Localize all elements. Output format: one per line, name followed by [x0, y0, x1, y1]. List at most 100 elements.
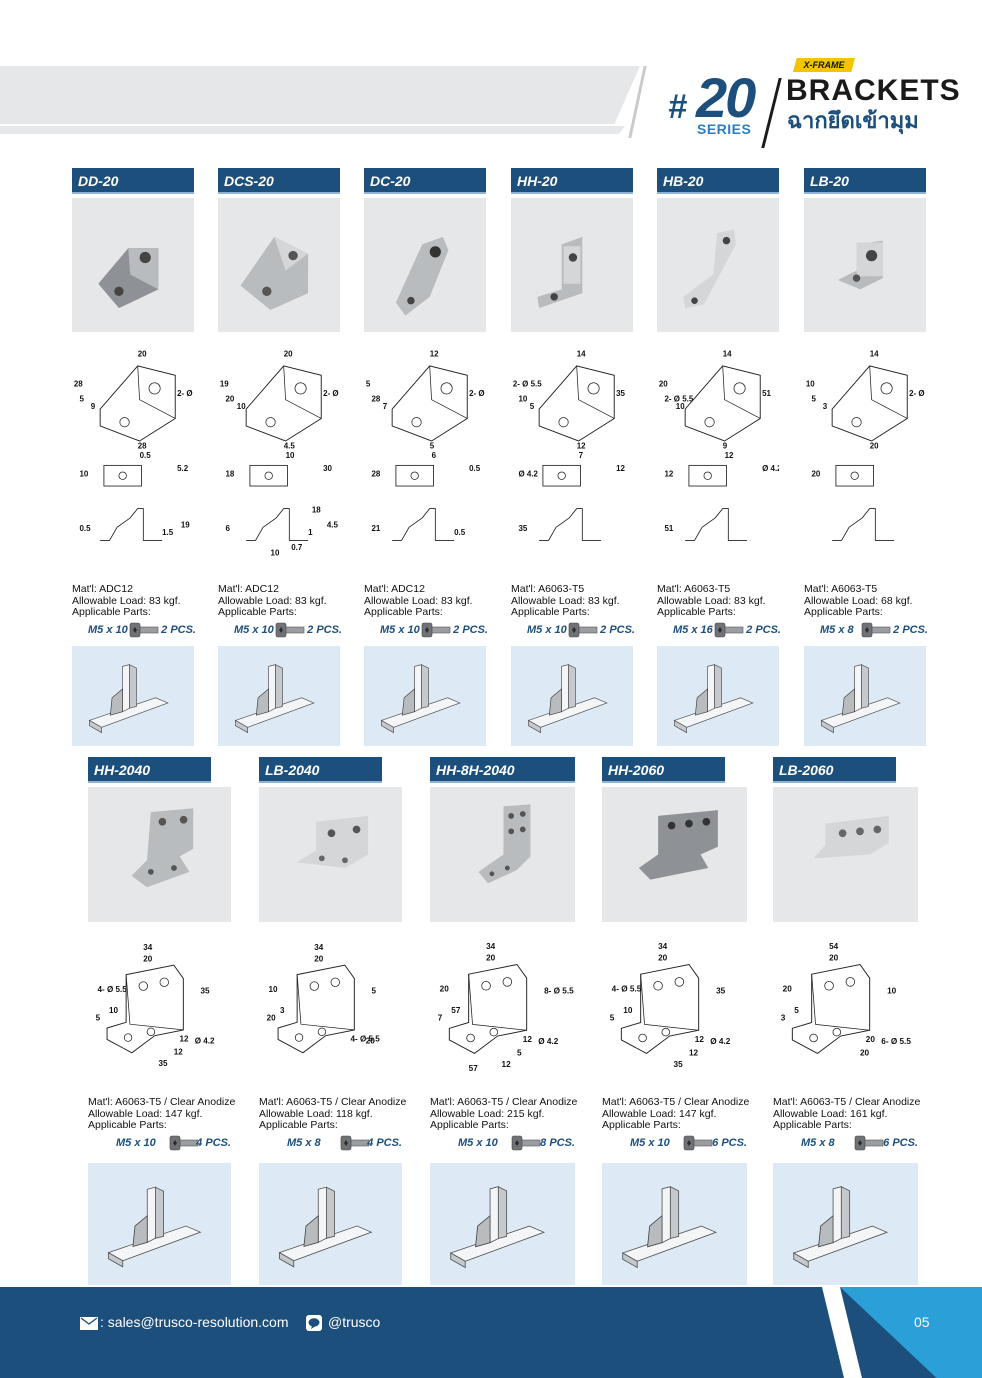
dimension-label: 4.5: [284, 441, 296, 450]
product-title: LB-2060: [773, 757, 896, 783]
screw-quantity: 2 PCS.: [453, 624, 488, 636]
spec-block: Mat'l: ADC12 Allowable Load: 83 kgf. App…: [364, 583, 506, 619]
screw-quantity: 4 PCS.: [196, 1137, 231, 1149]
dimension-label: 2- Ø 5.5: [665, 395, 694, 404]
applicable-parts: M5 x 16 2 PCS.: [673, 622, 781, 640]
load-text: Allowable Load: 118 kgf.: [259, 1107, 373, 1120]
dimension-label: 20: [314, 954, 324, 963]
line-app-icon: [306, 1315, 322, 1331]
spec-block: Mat'l: A6063-T5 Allowable Load: 68 kgf. …: [804, 583, 946, 619]
dimension-label: 2- Ø 5.3: [323, 389, 340, 398]
dimension-label: Ø 4.2: [538, 1037, 559, 1046]
dimension-label: 10: [109, 1006, 119, 1015]
dimension-label: 7: [579, 451, 584, 460]
mail-icon: [80, 1317, 98, 1330]
screw-quantity: 8 PCS.: [540, 1137, 575, 1149]
product-photo: [804, 198, 926, 332]
parts-label: Applicable Parts:: [511, 606, 590, 618]
dimension-label: 20: [870, 441, 879, 450]
screw-quantity: 6 PCS.: [883, 1137, 918, 1149]
dimension-label: 12: [174, 1048, 184, 1057]
dimension-label: 20: [366, 1036, 376, 1045]
hex-socket-screw-icon: [275, 622, 305, 638]
assembly-illustration: [364, 646, 486, 746]
page-title-thai: ฉากยึดเข้ามุม: [787, 108, 919, 133]
load-text: Allowable Load: 147 kgf.: [88, 1107, 203, 1120]
hex-socket-screw-icon: [421, 622, 451, 638]
material-text: Mat'l: A6063-T5 / Clear Anodize: [773, 1096, 921, 1108]
dimension-label: 10: [806, 380, 815, 389]
dimension-label: 20: [143, 954, 153, 963]
screw-quantity: 2 PCS.: [600, 624, 635, 636]
dimension-label: 7: [438, 1014, 443, 1023]
load-text: Allowable Load: 83 kgf.: [218, 594, 327, 607]
parts-label: Applicable Parts:: [364, 606, 443, 618]
spec-block: Mat'l: A6063-T5 / Clear Anodize Allowabl…: [259, 1096, 422, 1132]
parts-label: Applicable Parts:: [773, 1119, 852, 1131]
dimension-label: 0.5: [469, 464, 481, 473]
dimension-label: 28: [372, 470, 381, 479]
hex-socket-screw-icon: [340, 1135, 370, 1151]
dimension-label: 2- Ø 6.4: [177, 389, 194, 398]
dimension-label: 19: [220, 380, 229, 389]
page-title: BRACKETS: [786, 74, 961, 107]
applicable-parts: M5 x 10 2 PCS.: [88, 622, 196, 640]
line-id-link[interactable]: @trusco: [328, 1314, 381, 1330]
hex-socket-screw-icon: [714, 622, 744, 638]
material-text: Mat'l: A6063-T5 / Clear Anodize: [259, 1096, 407, 1108]
dimension-label: 3: [280, 1006, 285, 1015]
hex-socket-screw-icon: [129, 622, 159, 638]
product-photo: [602, 787, 747, 922]
dimension-label: 12: [180, 1034, 190, 1043]
dimension-label: 51: [665, 524, 674, 533]
spec-block: Mat'l: A6063-T5 / Clear Anodize Allowabl…: [88, 1096, 251, 1132]
product-title: HH-8H-2040: [430, 757, 575, 783]
dimension-label: 4.5: [327, 520, 339, 529]
applicable-parts: M5 x 10 2 PCS.: [527, 622, 635, 640]
applicable-parts: M5 x 10 2 PCS.: [234, 622, 342, 640]
contact-email-link[interactable]: : sales@trusco-resolution.com: [100, 1314, 289, 1330]
series-number: 20: [696, 66, 756, 129]
dimension-label: 21: [372, 524, 381, 533]
screw-size: M5 x 10: [630, 1137, 670, 1149]
dimension-label: Ø 4.2: [195, 1036, 215, 1045]
applicable-parts: M5 x 10 6 PCS.: [630, 1135, 747, 1153]
product-photo: [72, 198, 194, 332]
material-text: Mat'l: ADC12: [218, 583, 279, 595]
screw-quantity: 2 PCS.: [161, 624, 196, 636]
dimension-label: 20: [783, 985, 793, 994]
screw-size: M5 x 8: [801, 1137, 835, 1149]
dimension-label: 20: [284, 350, 293, 359]
assembly-illustration: [602, 1163, 747, 1285]
dimension-label: 2- Ø 5.2: [469, 389, 486, 398]
dimension-label: 5: [610, 1014, 615, 1023]
dimension-label: 10: [237, 402, 246, 411]
applicable-parts: M5 x 8 6 PCS.: [801, 1135, 918, 1153]
applicable-parts: M5 x 10 4 PCS.: [116, 1135, 231, 1153]
dimension-label: 4- Ø 5.5: [351, 1034, 381, 1043]
dimension-label: 10: [80, 470, 89, 479]
series-hash: #: [668, 88, 687, 126]
load-text: Allowable Load: 83 kgf.: [511, 594, 620, 607]
dimension-label: 5: [371, 987, 376, 996]
product-title: DCS-20: [218, 168, 340, 194]
dimension-label: 3: [823, 402, 828, 411]
applicable-parts: M5 x 8 4 PCS.: [287, 1135, 402, 1153]
applicable-parts: M5 x 10 8 PCS.: [458, 1135, 575, 1153]
product-title: LB-20: [804, 168, 926, 194]
dimension-label: 35: [616, 389, 625, 398]
dimension-label: 5: [812, 395, 817, 404]
dimension-label: 6- Ø 5.5: [881, 1037, 911, 1046]
applicable-parts: M5 x 8 2 PCS.: [820, 622, 928, 640]
screw-size: M5 x 8: [820, 624, 854, 636]
dimension-label: 10: [887, 987, 897, 996]
dimension-label: 20: [440, 985, 450, 994]
product-photo: [364, 198, 486, 332]
